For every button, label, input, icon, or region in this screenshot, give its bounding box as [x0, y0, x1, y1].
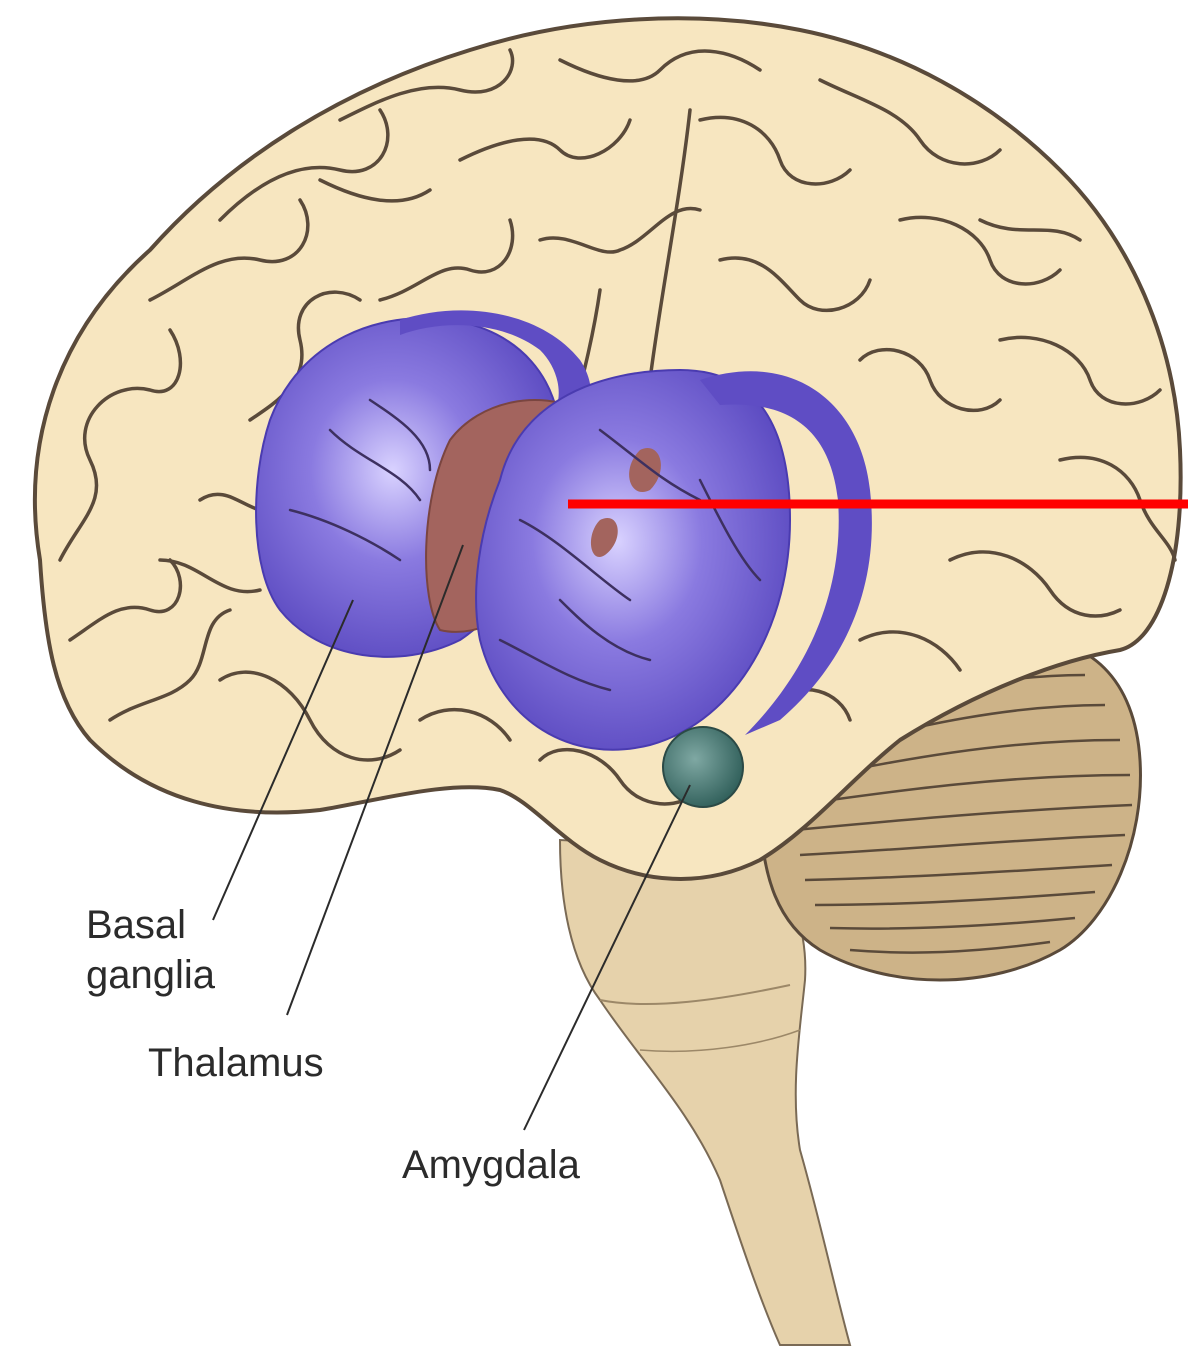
thalamus-label: Thalamus	[148, 1038, 324, 1088]
basal-ganglia-label-line2: ganglia	[86, 950, 215, 1000]
basal-ganglia-label-line1: Basal	[86, 900, 186, 950]
amygdala-label: Amygdala	[402, 1140, 580, 1190]
amygdala	[663, 727, 743, 807]
